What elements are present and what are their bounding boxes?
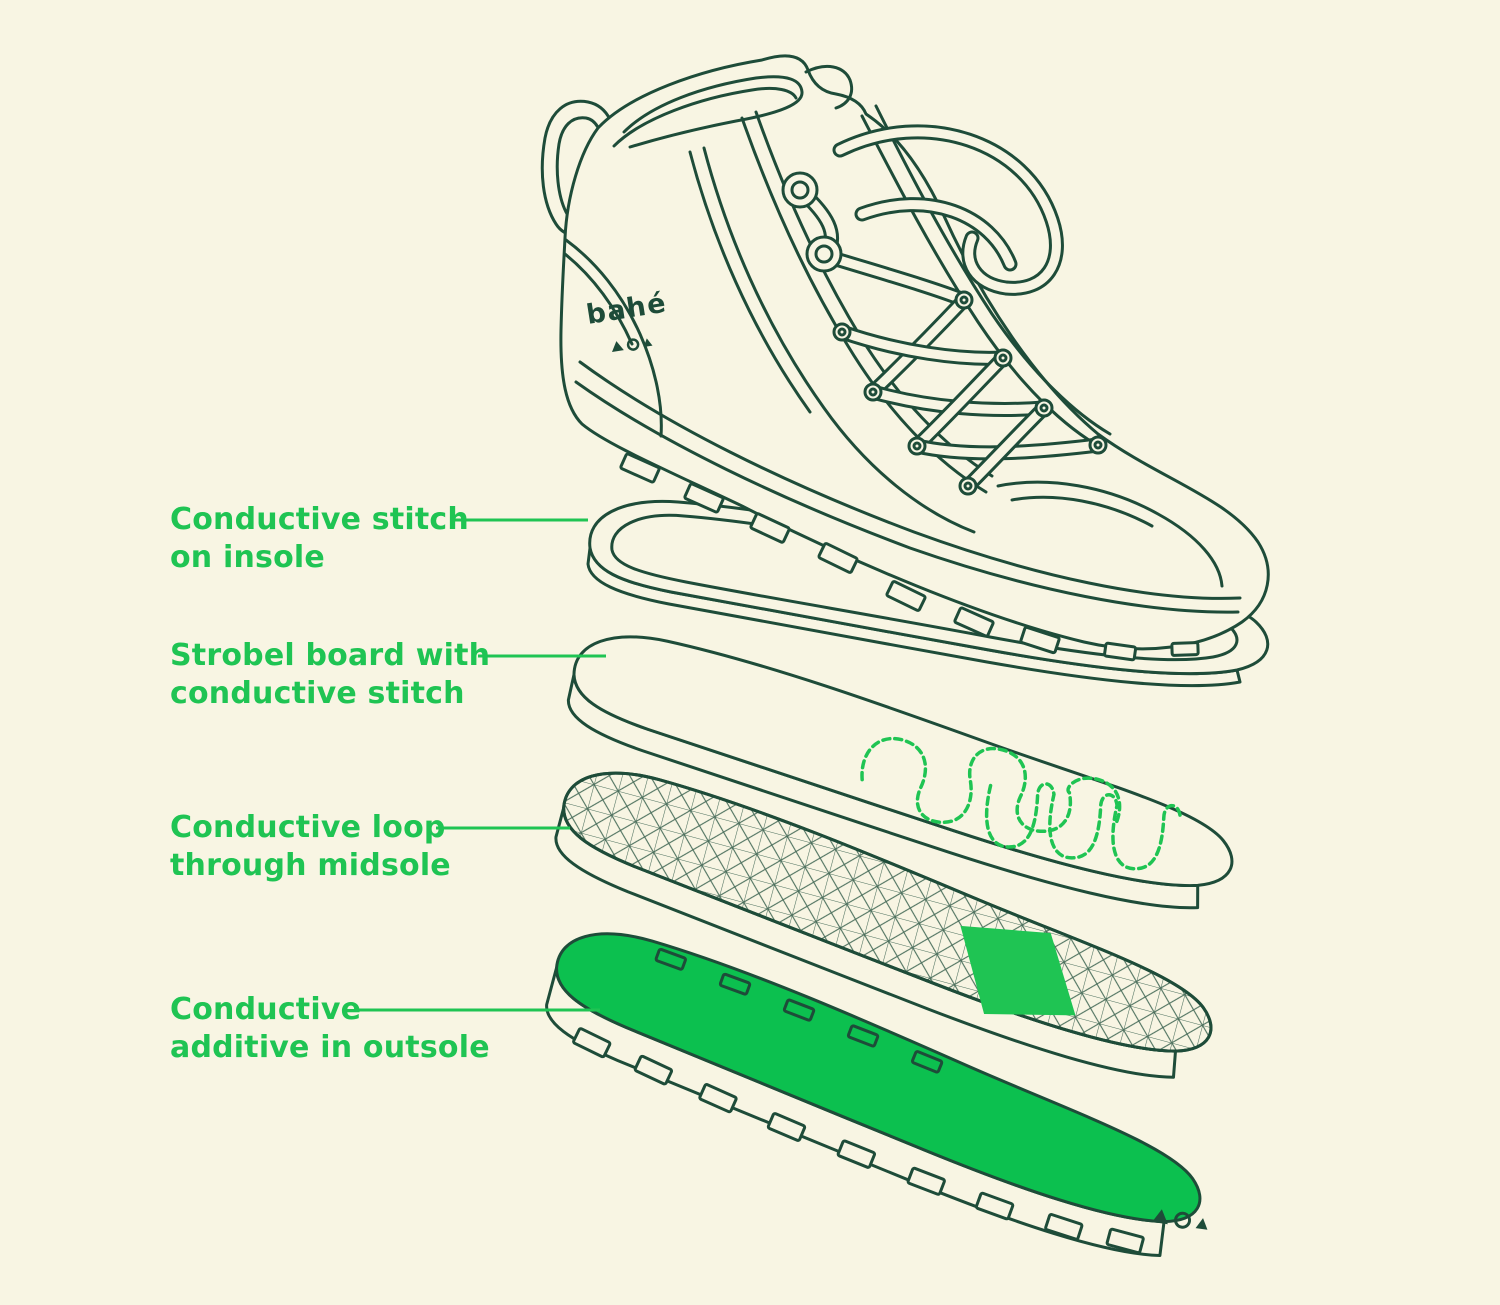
outsole-layer bbox=[528, 920, 1231, 1257]
outsole-brand-mark-icon bbox=[1152, 1209, 1208, 1230]
strobel-layer bbox=[554, 626, 1254, 910]
label-line-2: conductive stitch bbox=[170, 676, 465, 711]
label-line-2: additive in outsole bbox=[170, 1030, 490, 1065]
conductive-stitch-loops bbox=[984, 782, 1182, 871]
toe-cap-seam bbox=[996, 480, 1224, 588]
label-outsole-additive: Conductive additive in outsole bbox=[170, 991, 490, 1067]
leader-lines bbox=[356, 518, 606, 1012]
laces bbox=[794, 124, 1106, 494]
label-strobel-board: Strobel board with conductive stitch bbox=[170, 637, 490, 713]
label-line-1: Conductive bbox=[170, 992, 362, 1027]
boot-illustration: bahé bbox=[540, 54, 1270, 662]
heel-counter-seam bbox=[563, 238, 663, 438]
outsole-lugs bbox=[572, 1027, 1145, 1255]
label-line-1: Conductive stitch bbox=[170, 502, 469, 537]
side-panel-seam bbox=[688, 146, 976, 534]
label-line-2: through midsole bbox=[170, 848, 451, 883]
brand-mark-icon bbox=[612, 338, 653, 352]
label-line-1: Strobel board with bbox=[170, 638, 491, 673]
boot-sole bbox=[574, 360, 1242, 662]
boot-sole-lugs bbox=[619, 452, 1200, 662]
outsole-tread-marks bbox=[654, 947, 944, 1074]
midsole-layer bbox=[537, 760, 1240, 1079]
label-insole-stitch: Conductive stitch on insole bbox=[170, 501, 469, 577]
conductive-stitch-meander bbox=[860, 736, 1122, 834]
eyelets bbox=[781, 171, 1108, 496]
collar bbox=[612, 64, 854, 149]
label-line-2: on insole bbox=[170, 540, 325, 575]
tongue bbox=[804, 64, 854, 110]
label-line-1: Conductive loop bbox=[170, 810, 446, 845]
midsole-conductive-pad bbox=[960, 925, 1076, 1016]
label-midsole-loop: Conductive loop through midsole bbox=[170, 809, 451, 885]
